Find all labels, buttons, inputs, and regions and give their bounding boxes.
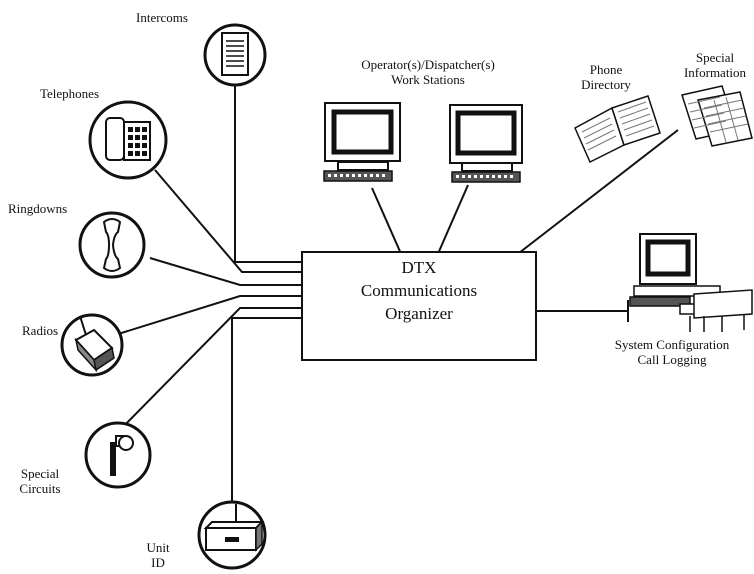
phone-directory-line2: Directory: [581, 77, 631, 92]
telephone-icon: [88, 100, 168, 180]
special-information-sheets-icon: [681, 85, 753, 147]
organizer-label: Organizer: [385, 304, 453, 323]
system-configuration-label: System Configuration Call Logging: [592, 337, 752, 367]
call-logging-line: Call Logging: [637, 352, 707, 367]
system-configuration-line1: System Configuration: [614, 337, 730, 352]
unit-id-line: [231, 317, 302, 505]
special-circuits-label: Special Circuits: [14, 466, 66, 496]
special-circuits-icon: [84, 421, 152, 489]
unit-id-line2: ID: [151, 555, 165, 570]
workstations-label: Operator(s)/Dispatcher(s) Work Stations: [318, 57, 538, 87]
info-line: [518, 129, 679, 254]
intercoms-line: [234, 80, 302, 263]
system-configuration-computer-icon: [629, 233, 753, 332]
intercom-icon: [203, 23, 267, 87]
phone-directory-book-icon: [574, 95, 661, 164]
dtx-organizer-box: [301, 251, 537, 361]
intercoms-label: Intercoms: [136, 10, 188, 25]
workstation1-line: [371, 187, 403, 257]
special-circuits-line1: Special: [20, 466, 60, 481]
unit-id-label: Unit ID: [140, 540, 176, 570]
ringdowns-line: [149, 257, 302, 286]
radios-line: [114, 295, 302, 336]
dtx-label: DTX: [401, 258, 437, 277]
workstation2-line: [436, 184, 469, 257]
workstations-line2: Work Stations: [391, 72, 465, 87]
workstations-line1: Operator(s)/Dispatcher(s): [361, 57, 495, 72]
workstation-1-icon: [323, 102, 401, 182]
unit-id-line1: Unit: [146, 540, 170, 555]
workstation-2-icon: [449, 104, 523, 183]
ringdown-handset-icon: [78, 211, 146, 279]
telephones-line: [154, 169, 302, 273]
unit-id-icon: [197, 500, 267, 570]
radios-label: Radios: [22, 323, 59, 338]
special-circuits-line: [117, 307, 302, 433]
special-information-line2: Information: [683, 65, 747, 80]
ringdowns-label: Ringdowns: [8, 201, 68, 216]
phone-directory-label: Phone Directory: [566, 62, 646, 92]
telephones-label: Telephones: [40, 86, 100, 101]
radio-icon: [60, 313, 124, 377]
dtx-organizer-label: DTX Communications Organizer: [302, 256, 536, 325]
special-circuits-line2: Circuits: [19, 481, 61, 496]
special-information-line1: Special: [695, 50, 735, 65]
phone-directory-line1: Phone: [589, 62, 623, 77]
special-information-label: Special Information: [676, 50, 754, 80]
communications-label: Communications: [360, 281, 478, 300]
